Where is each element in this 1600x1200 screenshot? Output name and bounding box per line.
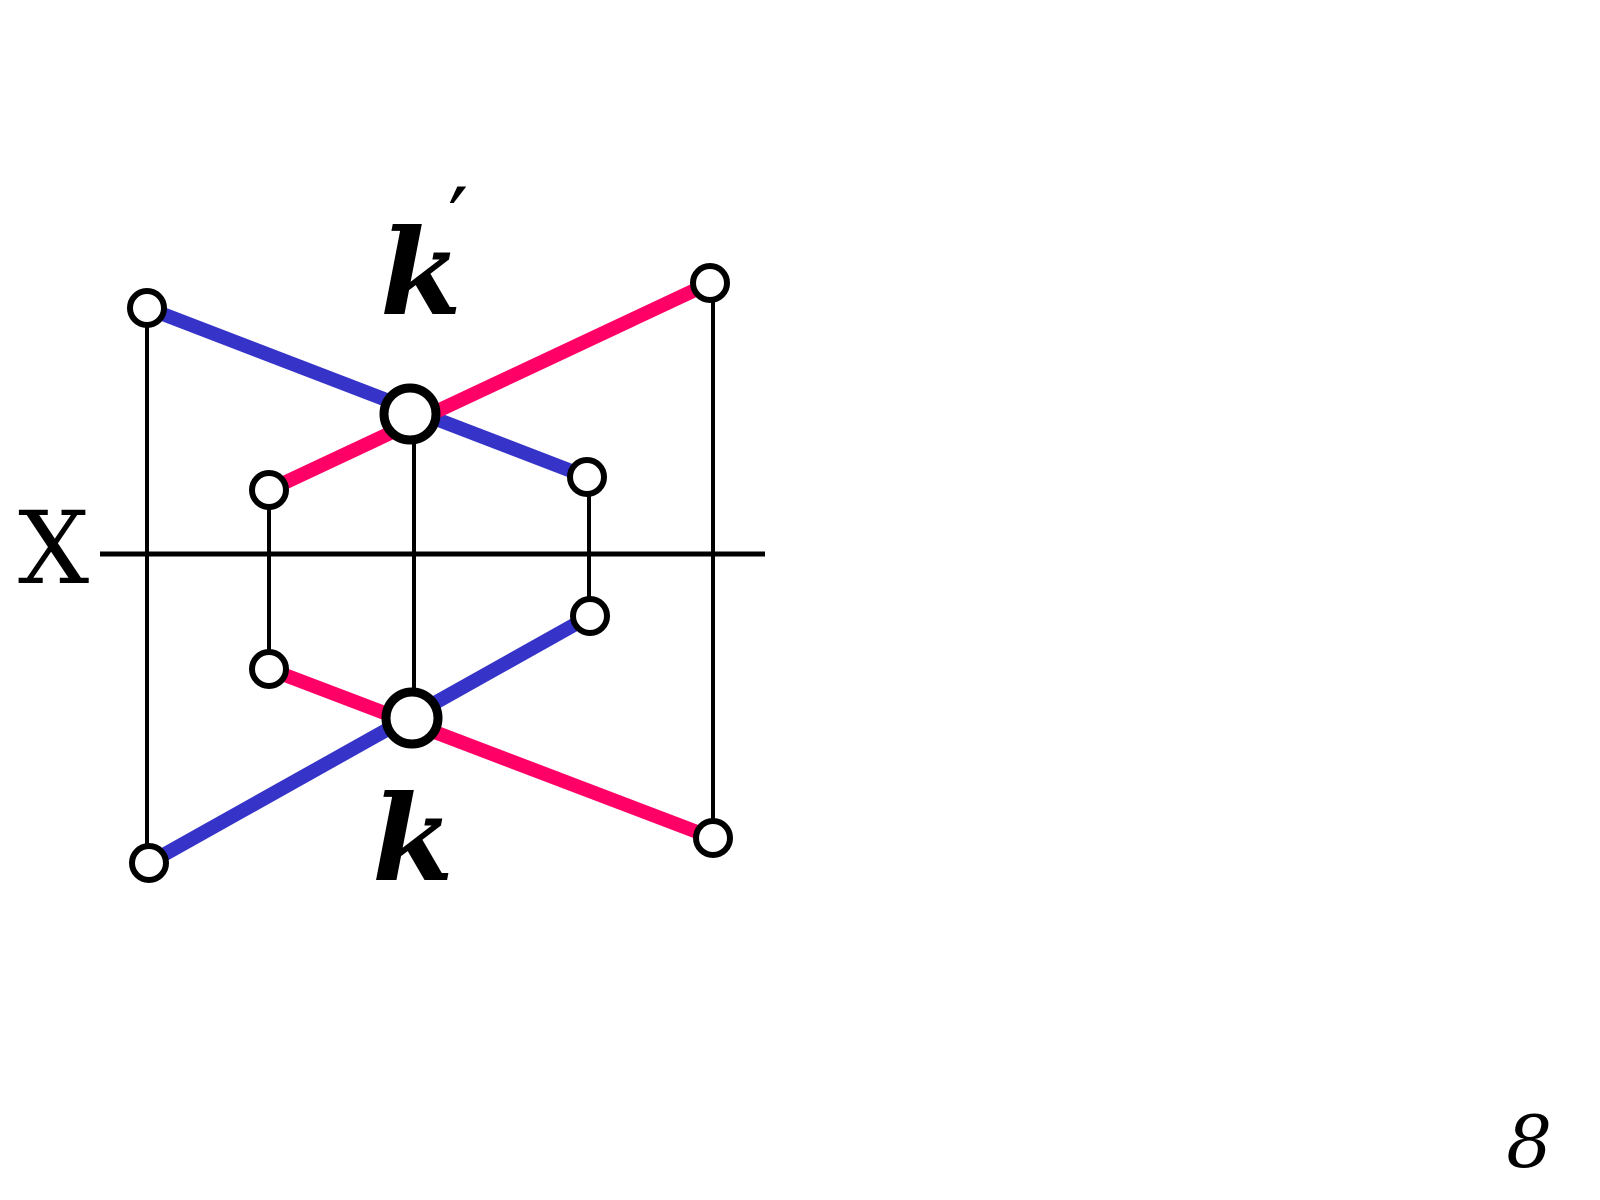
- intersection-point-k-prime: [379, 383, 441, 445]
- label-k: k: [372, 769, 454, 908]
- upper-blue-segment: [140, 301, 594, 484]
- point-lower-right: [693, 818, 733, 858]
- lower-red-segment: [262, 662, 720, 845]
- label-k-prime: k: [380, 203, 462, 342]
- point-lower-inner-right: [570, 596, 610, 636]
- intersection-point-k: [381, 687, 443, 749]
- point-lower-left: [129, 843, 169, 883]
- page-number: 8: [1506, 1100, 1552, 1184]
- point-upper-inner-left: [249, 470, 289, 510]
- lower-blue-segment: [142, 609, 597, 870]
- point-lower-inner-left: [249, 649, 289, 689]
- axis-x-label: X: [18, 490, 89, 607]
- label-prime-mark: ′: [448, 169, 468, 274]
- point-upper-right: [690, 263, 730, 303]
- point-upper-left: [127, 288, 167, 328]
- upper-red-segment: [262, 276, 717, 497]
- point-upper-inner-right: [567, 457, 607, 497]
